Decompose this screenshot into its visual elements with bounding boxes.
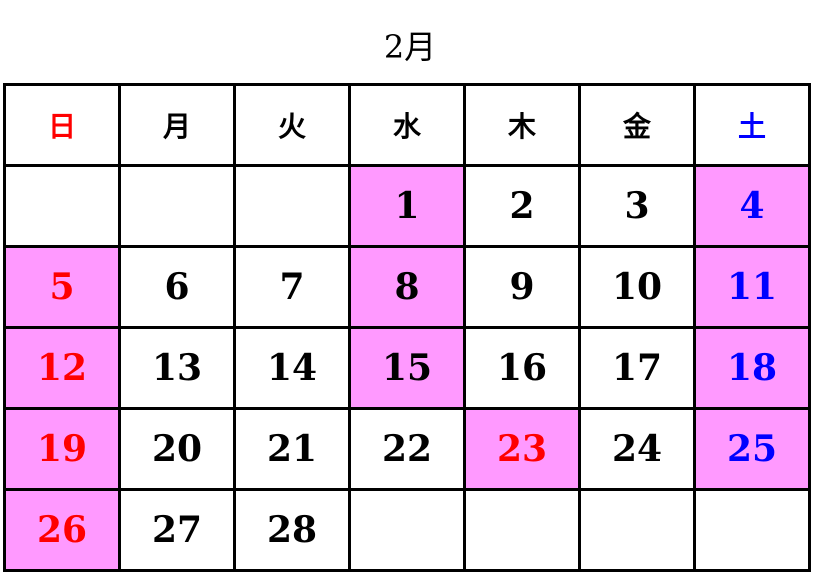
day-cell: 3 — [578, 164, 696, 248]
week-row: 1 2 3 4 — [3, 164, 811, 248]
day-cell: 15 — [348, 326, 466, 410]
day-cell: 1 — [348, 164, 466, 248]
day-cell: 11 — [693, 245, 811, 329]
weekday-sat: 土 — [693, 83, 811, 167]
day-cell: 25 — [693, 407, 811, 491]
weekday-thu: 木 — [463, 83, 581, 167]
day-cell — [463, 488, 581, 572]
day-cell: 24 — [578, 407, 696, 491]
week-row: 5 6 7 8 9 10 11 — [3, 245, 811, 329]
day-cell — [118, 164, 236, 248]
day-cell: 2 — [463, 164, 581, 248]
day-cell — [3, 164, 121, 248]
weekday-tue: 火 — [233, 83, 351, 167]
day-cell: 19 — [3, 407, 121, 491]
week-row: 12 13 14 15 16 17 18 — [3, 326, 811, 410]
day-cell: 14 — [233, 326, 351, 410]
day-cell: 5 — [3, 245, 121, 329]
day-cell: 22 — [348, 407, 466, 491]
day-cell: 13 — [118, 326, 236, 410]
day-cell: 16 — [463, 326, 581, 410]
day-cell: 12 — [3, 326, 121, 410]
day-cell: 28 — [233, 488, 351, 572]
week-row: 19 20 21 22 23 24 25 — [3, 407, 811, 491]
day-cell: 27 — [118, 488, 236, 572]
weekday-fri: 金 — [578, 83, 696, 167]
weekday-mon: 月 — [118, 83, 236, 167]
weekday-header-row: 日 月 火 水 木 金 土 — [3, 83, 811, 167]
day-cell: 7 — [233, 245, 351, 329]
day-cell — [578, 488, 696, 572]
weekday-sun: 日 — [3, 83, 121, 167]
day-cell: 18 — [693, 326, 811, 410]
day-cell — [233, 164, 351, 248]
calendar-grid: 日 月 火 水 木 金 土 1 2 3 4 5 6 7 8 9 10 11 — [3, 83, 811, 572]
day-cell: 4 — [693, 164, 811, 248]
day-cell: 26 — [3, 488, 121, 572]
day-cell: 21 — [233, 407, 351, 491]
weekday-wed: 水 — [348, 83, 466, 167]
day-cell — [348, 488, 466, 572]
week-row: 26 27 28 — [3, 488, 811, 572]
day-cell: 8 — [348, 245, 466, 329]
day-cell: 17 — [578, 326, 696, 410]
day-cell: 9 — [463, 245, 581, 329]
day-cell: 23 — [463, 407, 581, 491]
day-cell: 20 — [118, 407, 236, 491]
day-cell: 6 — [118, 245, 236, 329]
day-cell — [693, 488, 811, 572]
month-title: 2月 — [383, 28, 437, 66]
day-cell: 10 — [578, 245, 696, 329]
